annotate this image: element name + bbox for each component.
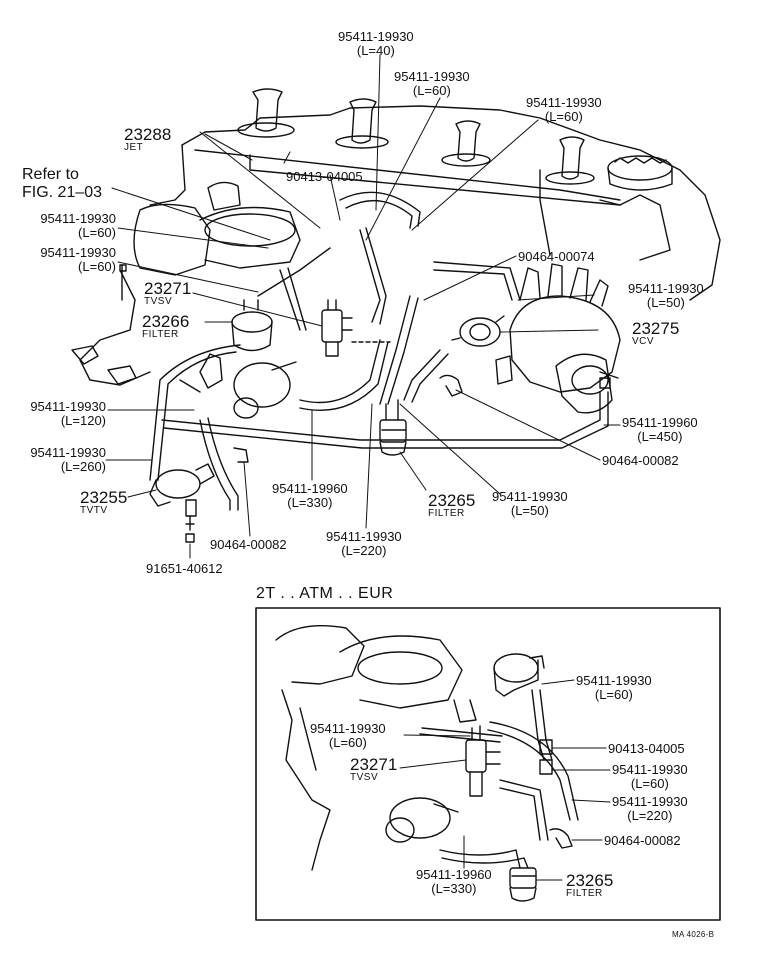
- hose-clip-90464-00082-b: [234, 448, 248, 462]
- label-95411-19930-l50-a: 95411-19930(L=50): [628, 281, 704, 310]
- inset-leader-lines: [400, 680, 610, 880]
- label-95411-19930-l60-b: 95411-19930(L=60): [526, 95, 602, 124]
- inset-title: 2T . . ATM . . EUR: [256, 585, 394, 602]
- inset-label-95411-19930-l60-b: 95411-19930(L=60): [310, 721, 386, 750]
- label-90464-00074: 90464-00074: [518, 249, 595, 264]
- label-90413-04005: 90413-04005: [286, 169, 363, 184]
- label-90464-00082-a: 90464-00082: [602, 453, 679, 468]
- hose-clip-90464-00082-a: [440, 375, 462, 396]
- label-95411-19930-l220: 95411-19930(L=220): [326, 529, 402, 558]
- spark-plug-caps: [238, 89, 594, 184]
- label-95411-19930-l50-b: 95411-19930(L=50): [492, 489, 568, 518]
- inset-engine: [276, 626, 578, 901]
- label-95411-19930-l120: 95411-19930(L=120): [30, 399, 106, 428]
- oil-filler-cap: [608, 156, 672, 190]
- reference-line-1: Refer to: [22, 166, 79, 183]
- label-95411-19960-l450: 95411-19960(L=450): [622, 415, 698, 444]
- figure-reference: Refer to FIG. 21–03: [22, 166, 102, 202]
- tvsv-valve: [322, 300, 390, 356]
- filter-23265: [380, 400, 406, 455]
- drawing-number: MA 4026-B: [672, 930, 715, 939]
- inset-label-90413-04005: 90413-04005: [608, 741, 685, 756]
- leader-lines: [106, 55, 620, 558]
- vacuum-motor: [200, 354, 296, 418]
- label-95411-19960-l330: 95411-19960(L=330): [272, 481, 348, 510]
- inset-label-95411-19960-l330: 95411-19960(L=330): [416, 867, 492, 896]
- label-95411-19930-l60-a: 95411-19930(L=60): [394, 69, 470, 98]
- label-91651-40612: 91651-40612: [146, 561, 223, 576]
- tvtv-valve: [150, 464, 214, 542]
- label-95411-19930-l260: 95411-19930(L=260): [30, 445, 106, 474]
- reference-line-2: FIG. 21–03: [22, 184, 103, 201]
- label-95411-19930-l60-d: 95411-19930(L=60): [40, 245, 116, 274]
- label-95411-19930-l40: 95411-19930(L=40): [338, 29, 414, 58]
- distributor: [496, 264, 620, 413]
- label-95411-19930-l60-c: 95411-19930(L=60): [40, 211, 116, 240]
- vacuum-hoses: [150, 192, 608, 510]
- label-90464-00082-b: 90464-00082: [210, 537, 287, 552]
- inset-label-95411-19930-l60-a: 95411-19930(L=60): [576, 673, 652, 702]
- vcv-valve: [452, 316, 504, 346]
- inset-label-90464-00082: 90464-00082: [604, 833, 681, 848]
- inset-frame: [256, 608, 720, 920]
- inset-label-95411-19930-l220: 95411-19930(L=220): [612, 794, 688, 823]
- filter-23266: [232, 300, 272, 351]
- inset-label-95411-19930-l60-c: 95411-19930(L=60): [612, 762, 688, 791]
